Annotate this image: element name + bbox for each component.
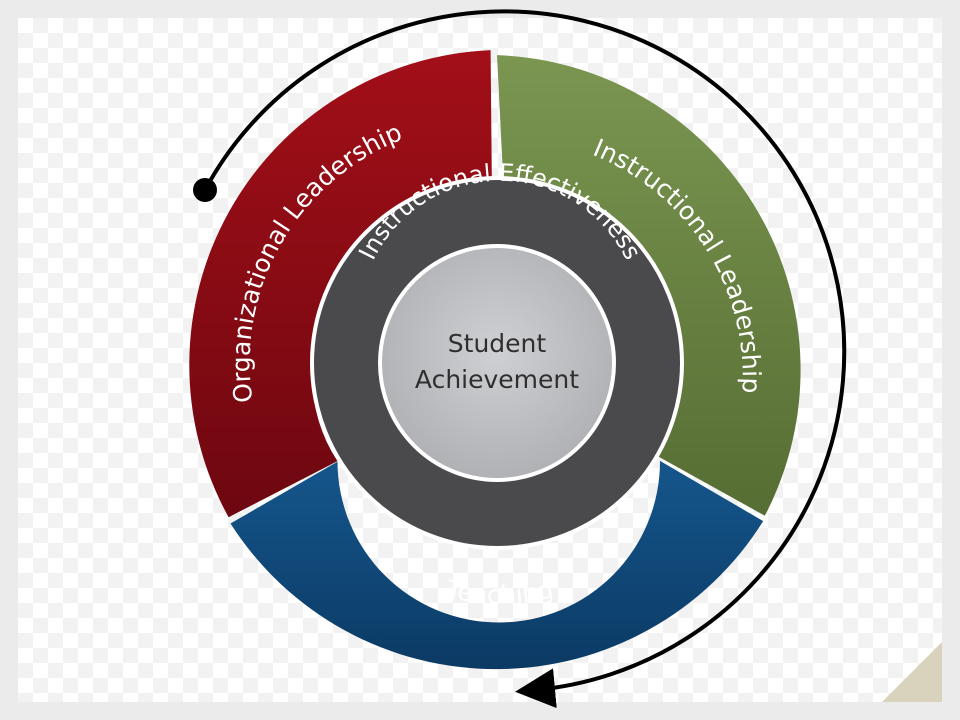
label-teaching: Teaching — [443, 574, 556, 609]
cycle-arrow — [203, 9, 847, 709]
center-circle — [378, 244, 616, 482]
cycle-arrow-start-dot — [193, 178, 217, 202]
center-label-student: Student — [448, 329, 547, 358]
center-label-achievement: Achievement — [415, 365, 579, 394]
segment-teaching — [230, 460, 764, 670]
corner-fold — [882, 642, 942, 702]
